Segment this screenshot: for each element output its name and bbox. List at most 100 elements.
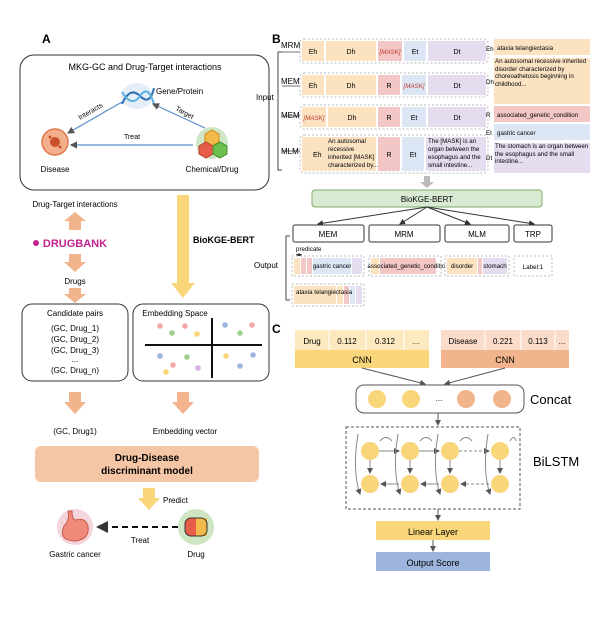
mlm-text-right: organ between the (428, 146, 480, 153)
token-mask: [MASK] (379, 49, 401, 56)
arrow-down-gc (64, 392, 86, 414)
panel-a: A MKG-GC and Drug-Target interactions Ge… (19, 32, 270, 559)
embedding-title: Embedding Space (142, 309, 208, 318)
arrow-down-biokge (171, 195, 195, 298)
output-mrm: associated_genetic_condition (367, 255, 449, 277)
output-score-box (376, 552, 490, 571)
head-mem (292, 224, 365, 243)
chemical-icon (196, 127, 228, 159)
mlm-text-left: inherited [MASK] (328, 154, 375, 161)
side-tag: Dh (486, 79, 494, 86)
arrow-to-biokge (420, 176, 434, 188)
dt-text: The stomach is an organ between the esop… (495, 143, 589, 165)
embedding-points (157, 322, 256, 375)
cnn-drug-label: CNN (352, 355, 372, 365)
output-trp: Label:1 (513, 255, 553, 277)
cnn-disease (441, 350, 569, 368)
arrow-predict (138, 488, 160, 510)
row-label-mlm: MLM (281, 147, 299, 156)
token: R (386, 152, 391, 159)
disease-vec-value: 0.221 (493, 337, 514, 346)
token: Eh (313, 152, 322, 159)
output-score-label: Output Score (406, 558, 459, 568)
drug-node-label: Chemical/Drug (186, 165, 239, 174)
input-label: Input (256, 93, 275, 102)
concat-node (402, 390, 420, 408)
arrow-down-candidate (64, 288, 86, 303)
token: Dt (454, 83, 461, 90)
output-text: associated_genetic_condition (367, 263, 449, 270)
drug-vec-label: Drug (303, 337, 320, 346)
mlm-text-left: An autosomal (328, 138, 366, 145)
token-mask: [MASK] (303, 115, 325, 122)
gc-drug1-label: (GC, Drug1) (53, 427, 97, 436)
token: Dh (348, 115, 357, 122)
token: Dt (454, 115, 461, 122)
token: Et (410, 152, 417, 159)
input-bracket (277, 51, 282, 171)
discriminant-model-box (35, 446, 259, 482)
cnn-disease-label: CNN (495, 355, 515, 365)
drug-vector: Drug 0.112 0.312 ... (295, 330, 429, 350)
disease-label: Disease (41, 165, 70, 174)
side-tag: Eh (486, 46, 494, 53)
side-text: gastric cancer (497, 130, 536, 137)
embedding-vector-label: Embedding vector (153, 427, 218, 436)
token: Et (411, 115, 418, 122)
cnn-drug (295, 350, 429, 368)
arrow-up-dti (64, 212, 86, 230)
output-text: ataxia telangiectasia (296, 289, 353, 296)
mlm-text-left: recessive (328, 146, 355, 153)
side-tag: Dt (486, 155, 492, 162)
token: Dh (347, 49, 356, 56)
side-text: ataxia telangiectasia (497, 45, 554, 52)
bilstm-box (345, 426, 521, 510)
drug-vec-value: 0.112 (337, 337, 357, 346)
output-label: Output (254, 261, 279, 270)
treat-label-bottom: Treat (131, 536, 150, 545)
candidate-item: (GC, Drug_2) (51, 335, 99, 344)
mlm-text-right: esophagus and the (428, 154, 481, 161)
output-text: Label:1 (523, 264, 544, 271)
candidate-item: ... (72, 355, 79, 364)
bilstm-label: BiLSTM (533, 454, 579, 469)
panel-b-letter: B (272, 32, 281, 46)
disease-vec-ellipsis: ... (559, 337, 566, 346)
head-mlm (444, 224, 510, 243)
head-mlm-label: MLM (468, 230, 486, 239)
head-mrm (368, 224, 441, 243)
gene-label: Gene/Protein (156, 87, 203, 96)
pill-icon (178, 509, 214, 545)
linear-layer-label: Linear Layer (408, 527, 458, 537)
arrow-down-drugs (64, 254, 86, 272)
mlm-text-left: characterized by... (328, 162, 378, 169)
side-text: associated_genetic_condition (497, 112, 579, 119)
drugbank-dot-icon (33, 240, 39, 246)
disease-vector: Disease 0.221 0.113 ... (441, 330, 569, 350)
panel-b: B Input MRM Eh Dh [MASK] Et Dt MEMt Eh D… (254, 32, 590, 307)
virus-icon (41, 128, 69, 156)
head-trp (513, 224, 553, 243)
biokge-label-a: BioKGE-BERT (193, 235, 255, 245)
side-tag: R (486, 112, 491, 119)
token: R (386, 83, 391, 90)
dna-icon (121, 83, 155, 109)
stomach-icon (57, 509, 93, 545)
drugbank-logo: DRUGBANK (43, 238, 107, 250)
predict-label: Predict (163, 496, 189, 505)
embedding-box (132, 303, 270, 382)
output-text: stomach (483, 263, 507, 270)
arrow-down-embed (172, 392, 194, 414)
predicate-label: predicate (296, 246, 322, 253)
bilstm-cells (354, 433, 517, 495)
panel-a-letter: A (42, 32, 51, 46)
token: Dh (347, 83, 356, 90)
token: Eh (309, 83, 318, 90)
candidate-item: (GC, Drug_n) (51, 366, 99, 375)
row-label-mrm: MRM (281, 41, 300, 50)
candidate-title: Candidate pairs (47, 309, 103, 318)
token-mask: [MASK] (403, 83, 425, 90)
output-mem: gastric cancer (291, 255, 365, 277)
interacts-edge (66, 101, 123, 134)
